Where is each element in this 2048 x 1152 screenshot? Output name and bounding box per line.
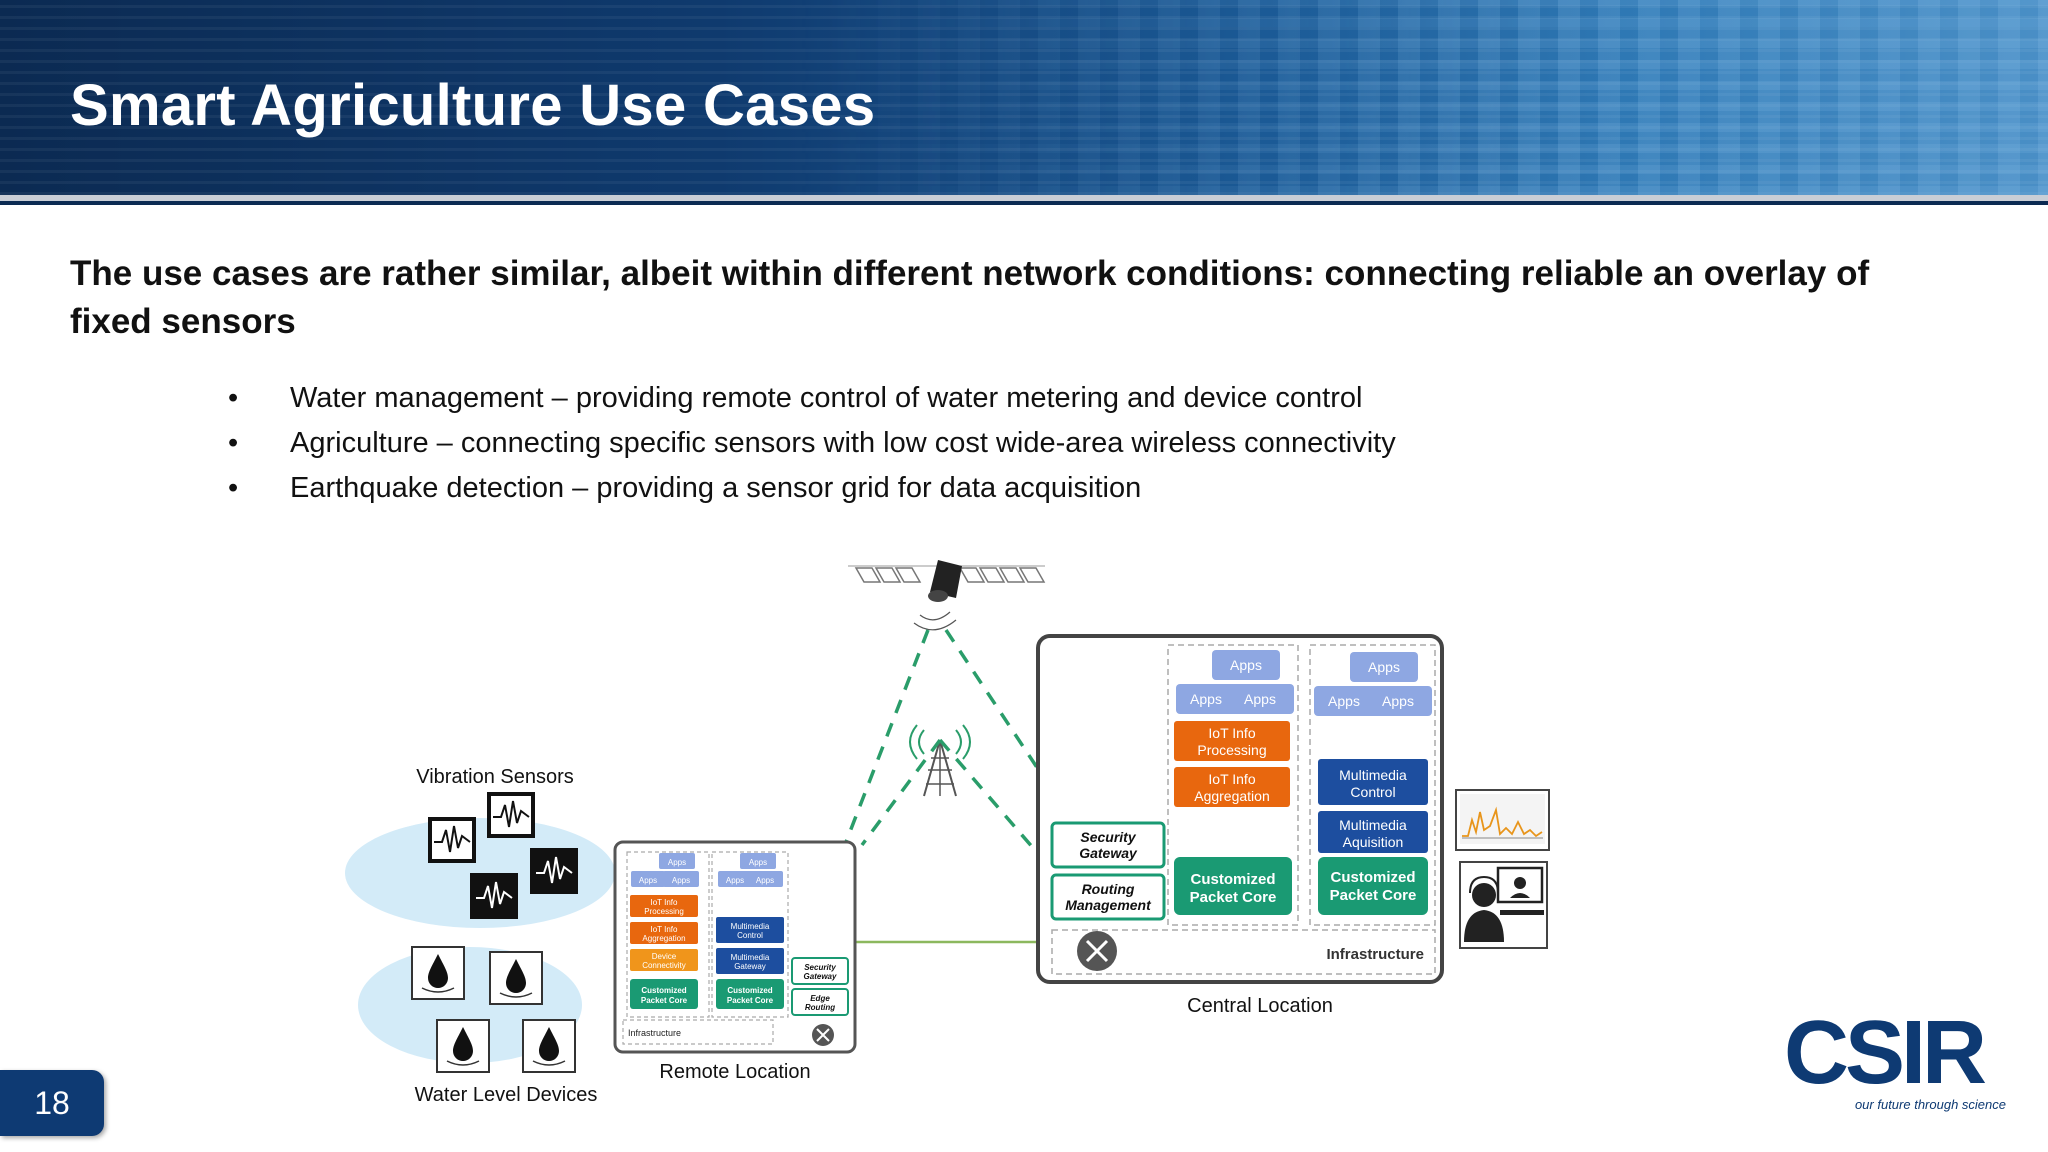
- operator-icon: [1459, 861, 1548, 949]
- svg-text:Customized: Customized: [727, 986, 772, 995]
- svg-text:Gateway: Gateway: [1079, 845, 1138, 861]
- svg-text:Multimedia: Multimedia: [1339, 767, 1407, 783]
- central-location-box: Apps Apps Apps Apps Apps Apps IoT Info P…: [1036, 634, 1444, 984]
- svg-text:Aggregation: Aggregation: [1194, 788, 1270, 804]
- vibration-sensor-icon: [487, 792, 535, 838]
- header-rule-dark: [0, 201, 2048, 205]
- svg-text:Apps: Apps: [1382, 693, 1414, 709]
- svg-text:IoT Info: IoT Info: [651, 925, 679, 934]
- water-level-icon: [489, 951, 543, 1005]
- svg-text:Apps: Apps: [756, 876, 774, 885]
- svg-text:Processing: Processing: [644, 907, 684, 916]
- svg-text:Apps: Apps: [1368, 659, 1400, 675]
- svg-text:Routing: Routing: [1082, 881, 1135, 897]
- svg-text:Management: Management: [1065, 897, 1152, 913]
- svg-text:Routing: Routing: [805, 1003, 835, 1012]
- logo-wordmark: CSIR: [1784, 1003, 1986, 1103]
- svg-text:Apps: Apps: [639, 876, 657, 885]
- water-level-devices-label: Water Level Devices: [415, 1084, 598, 1106]
- svg-text:Apps: Apps: [1328, 693, 1360, 709]
- svg-text:Aggregation: Aggregation: [642, 934, 685, 943]
- svg-text:Multimedia: Multimedia: [1339, 817, 1407, 833]
- svg-text:Security: Security: [804, 963, 836, 972]
- remote-location-label: Remote Location: [659, 1061, 810, 1083]
- central-location-label: Central Location: [1187, 995, 1333, 1017]
- header-rule: [0, 195, 2048, 201]
- svg-text:Apps: Apps: [749, 858, 767, 867]
- router-icon: [1077, 931, 1117, 971]
- header-banner: [0, 0, 2048, 195]
- vibration-sensor-icon: [428, 817, 476, 863]
- svg-text:Infrastructure: Infrastructure: [628, 1028, 681, 1038]
- svg-text:Packet Core: Packet Core: [1330, 887, 1417, 904]
- svg-text:Infrastructure: Infrastructure: [1326, 946, 1424, 963]
- slide-title: Smart Agriculture Use Cases: [70, 73, 876, 138]
- wireless-links: [844, 629, 1042, 858]
- bullet-item: •Earthquake detection – providing a sens…: [228, 472, 1142, 504]
- logo-tagline: our future through science: [1855, 1097, 2006, 1112]
- svg-text:Apps: Apps: [726, 876, 744, 885]
- svg-text:Connectivity: Connectivity: [642, 961, 686, 970]
- svg-text:Security: Security: [1080, 829, 1136, 845]
- svg-text:Customized: Customized: [1190, 871, 1275, 888]
- svg-text:Apps: Apps: [672, 876, 690, 885]
- svg-text:Control: Control: [1350, 784, 1395, 800]
- svg-text:Aquisition: Aquisition: [1343, 834, 1404, 850]
- svg-text:Customized: Customized: [641, 986, 686, 995]
- svg-text:Packet Core: Packet Core: [1190, 889, 1277, 906]
- svg-text:Edge: Edge: [810, 994, 830, 1003]
- svg-text:IoT Info: IoT Info: [651, 898, 679, 907]
- bullet-list: •Water management – providing remote con…: [228, 376, 1396, 511]
- svg-text:Multimedia: Multimedia: [731, 922, 770, 931]
- slide-subtitle: The use cases are rather similar, albeit…: [70, 254, 1870, 341]
- svg-text:Apps: Apps: [668, 858, 686, 867]
- svg-text:Apps: Apps: [1244, 691, 1276, 707]
- svg-text:Customized: Customized: [1330, 869, 1415, 886]
- svg-text:Processing: Processing: [1197, 742, 1266, 758]
- monitoring-display-icon: [1455, 789, 1550, 851]
- vibration-sensors-label: Vibration Sensors: [416, 766, 574, 788]
- water-level-icon: [522, 1019, 576, 1073]
- cell-tower-icon: [909, 724, 971, 797]
- water-level-icon: [436, 1019, 490, 1073]
- svg-text:Packet Core: Packet Core: [641, 996, 688, 1005]
- svg-text:Gateway: Gateway: [734, 962, 766, 971]
- svg-text:IoT Info: IoT Info: [1208, 725, 1255, 741]
- page-number: 18: [0, 1070, 104, 1136]
- satellite-icon: [848, 560, 1046, 631]
- bullet-item: •Agriculture – connecting specific senso…: [228, 427, 1396, 459]
- svg-text:Apps: Apps: [1230, 657, 1262, 673]
- remote-location-box: Apps Apps Apps Apps Apps Apps IoT Info P…: [613, 840, 857, 1054]
- vibration-sensor-icon: [530, 848, 578, 894]
- csir-logo: CSIR our future through science: [1784, 1003, 2006, 1112]
- water-level-icon: [411, 946, 465, 1000]
- svg-text:Packet Core: Packet Core: [727, 996, 774, 1005]
- router-icon: [812, 1024, 834, 1046]
- vibration-sensor-icon: [470, 873, 518, 919]
- bullet-item: •Water management – providing remote con…: [228, 382, 1363, 414]
- svg-text:Gateway: Gateway: [804, 972, 837, 981]
- svg-text:Control: Control: [737, 931, 763, 940]
- svg-text:IoT Info: IoT Info: [1208, 771, 1255, 787]
- svg-text:Multimedia: Multimedia: [731, 953, 770, 962]
- svg-text:Apps: Apps: [1190, 691, 1222, 707]
- svg-text:Device: Device: [652, 952, 677, 961]
